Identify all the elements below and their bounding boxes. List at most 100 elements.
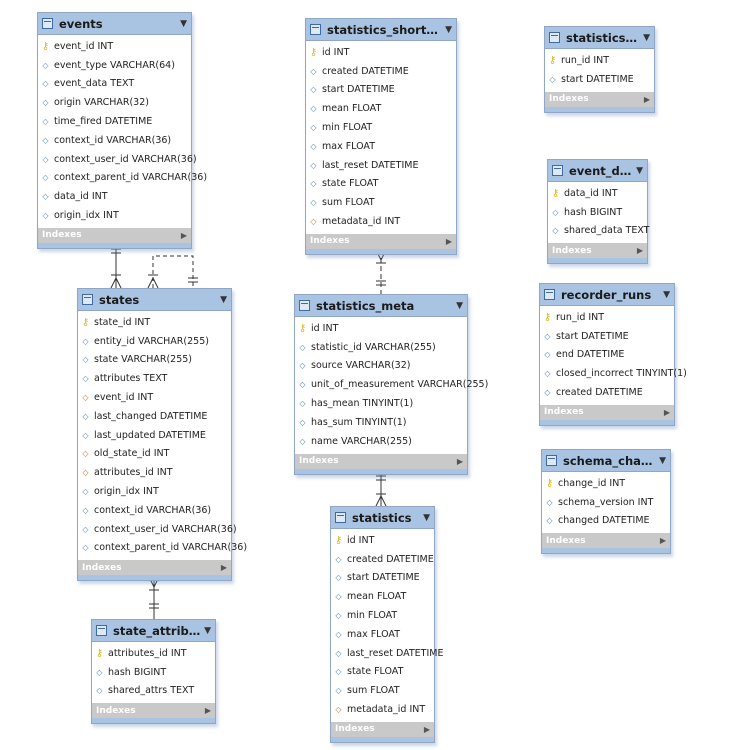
expand-indexes-icon[interactable]: ▶ bbox=[180, 230, 187, 240]
indexes-bar[interactable]: Indexes▶ bbox=[540, 404, 674, 420]
table-header[interactable]: events▼ bbox=[38, 13, 191, 35]
collapse-arrow-icon[interactable]: ▼ bbox=[423, 512, 430, 523]
indexes-bar[interactable]: Indexes▶ bbox=[38, 227, 191, 243]
table-header[interactable]: statistics_short_term▼ bbox=[306, 19, 456, 41]
expand-indexes-icon[interactable]: ▶ bbox=[445, 236, 452, 246]
table-statistics-short-term[interactable]: statistics_short_term▼ ⚷idINT◇createdDATE… bbox=[305, 18, 457, 255]
expand-indexes-icon[interactable]: ▶ bbox=[456, 456, 463, 466]
indexes-bar[interactable]: Indexes▶ bbox=[306, 233, 456, 249]
table-header[interactable]: statistics_meta▼ bbox=[295, 295, 467, 317]
table-statistics-runs[interactable]: statistics_r...▼ ⚷run_idINT◇startDATETIME… bbox=[544, 26, 655, 113]
indexes-bar[interactable]: Indexes▶ bbox=[78, 560, 231, 576]
collapse-arrow-icon[interactable]: ▼ bbox=[636, 165, 643, 176]
table-header[interactable]: statistics▼ bbox=[331, 507, 434, 529]
collapse-arrow-icon[interactable]: ▼ bbox=[659, 455, 666, 466]
indexes-bar[interactable]: Indexes▶ bbox=[331, 721, 434, 737]
table-header[interactable]: statistics_r...▼ bbox=[545, 27, 654, 49]
table-header[interactable]: recorder_runs▼ bbox=[540, 284, 674, 306]
collapse-arrow-icon[interactable]: ▼ bbox=[456, 300, 463, 311]
collapse-arrow-icon[interactable]: ▼ bbox=[445, 24, 452, 35]
expand-indexes-icon[interactable]: ▶ bbox=[636, 246, 643, 256]
collapse-arrow-icon[interactable]: ▼ bbox=[643, 32, 650, 43]
indexes-bar[interactable]: Indexes▶ bbox=[548, 243, 647, 259]
collapse-arrow-icon[interactable]: ▼ bbox=[204, 625, 211, 636]
expand-indexes-icon[interactable]: ▶ bbox=[643, 94, 650, 104]
collapse-arrow-icon[interactable]: ▼ bbox=[663, 289, 670, 300]
expand-indexes-icon[interactable]: ▶ bbox=[220, 563, 227, 573]
expand-indexes-icon[interactable]: ▶ bbox=[663, 407, 670, 417]
table-state-attributes[interactable]: state_attributes▼⚷attributes_idINT◇hashB… bbox=[91, 619, 216, 725]
expand-indexes-icon[interactable]: ▶ bbox=[659, 536, 666, 546]
collapse-arrow-icon[interactable]: ▼ bbox=[220, 294, 227, 305]
indexes-bar[interactable]: Indexes▶ bbox=[295, 453, 467, 469]
table-header[interactable]: schema_changes▼ bbox=[542, 450, 670, 472]
table-schema-changes[interactable]: schema_changes▼ ⚷change_idINT◇schema_vers… bbox=[541, 449, 671, 555]
indexes-bar[interactable]: Indexes▶ bbox=[92, 703, 215, 719]
indexes-bar[interactable]: Indexes▶ bbox=[542, 533, 670, 549]
collapse-arrow-icon[interactable]: ▼ bbox=[180, 18, 187, 29]
table-event-data[interactable]: event_data▼⚷data_idINT◇hashBIGINT◇shared… bbox=[547, 159, 649, 265]
expand-indexes-icon[interactable]: ▶ bbox=[204, 706, 211, 716]
indexes-bar[interactable]: Indexes▶ bbox=[545, 91, 654, 107]
